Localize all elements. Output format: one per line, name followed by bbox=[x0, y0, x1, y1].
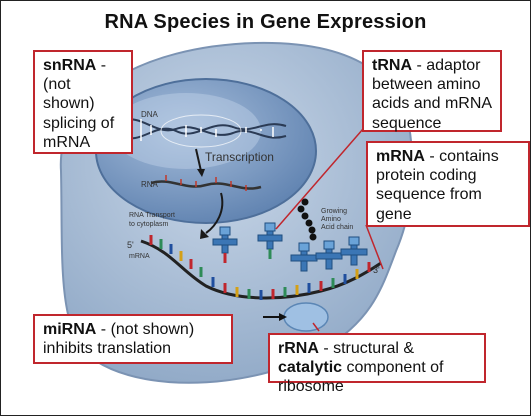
trna-free-1 bbox=[212, 226, 238, 263]
mrna-term: mRNA bbox=[376, 148, 425, 165]
rrna-desc-pre: - structural & bbox=[318, 340, 415, 357]
rna-label: RNA bbox=[141, 180, 159, 189]
snrna-callout: snRNA - (not shown) splicing of mRNA bbox=[33, 50, 133, 154]
growing-label-2: Amino bbox=[321, 216, 341, 223]
rrna-term: rRNA bbox=[278, 340, 319, 357]
snrna-desc: - (not shown) splicing of mRNA bbox=[43, 57, 115, 151]
rna-strand bbox=[150, 180, 262, 190]
slide-title: RNA Species in Gene Expression bbox=[104, 11, 427, 33]
mrna-callout: mRNA - contains protein coding sequence … bbox=[366, 141, 530, 227]
rrna-desc-post: component of ribosome bbox=[278, 359, 444, 396]
five-prime-label: 5' bbox=[127, 240, 134, 250]
trna-desc: - adaptor between amino acids and mRNA s… bbox=[372, 57, 492, 132]
transcription-arrow bbox=[195, 148, 202, 172]
mrna-strand bbox=[140, 239, 382, 300]
trna-pointer bbox=[275, 128, 364, 230]
mrna-bases bbox=[149, 235, 371, 300]
three-prime-label: 3' bbox=[373, 265, 380, 275]
mirna-callout: miRNA - (not shown) inhibits translation bbox=[33, 314, 233, 364]
growing-label-1: Growing bbox=[321, 208, 347, 215]
rna-transport-label-1: RNA Transport bbox=[129, 212, 175, 219]
rna-transport-label-2: to cytoplasm bbox=[129, 221, 168, 228]
rrna-desc-bold: catalytic bbox=[278, 359, 343, 377]
ribosome-small-subunit bbox=[283, 302, 329, 332]
transcription-label: Transcription bbox=[205, 150, 274, 164]
trna-callout: tRNA - adaptor between amino acids and m… bbox=[362, 50, 502, 132]
trna-term: tRNA bbox=[372, 57, 412, 74]
mrna-desc: - contains protein coding sequence from … bbox=[376, 148, 499, 223]
trna-bound-2 bbox=[315, 240, 343, 270]
trna-bound-1 bbox=[290, 242, 318, 272]
mirna-desc: - (not shown) inhibits translation bbox=[43, 321, 195, 358]
rrna-pointer bbox=[312, 322, 320, 332]
dna-label: DNA bbox=[141, 110, 159, 119]
mrna-pointer bbox=[365, 224, 384, 270]
trna-free-2 bbox=[257, 222, 283, 259]
trna-bound-3 bbox=[340, 236, 368, 266]
snrna-term: snRNA bbox=[43, 57, 97, 74]
amino-acid-chain bbox=[297, 198, 317, 241]
mrna-small-label: mRNA bbox=[129, 253, 150, 260]
growing-label-3: Acid chain bbox=[321, 224, 353, 231]
transport-arrow bbox=[205, 192, 224, 234]
rrna-callout: rRNA - structural & catalytic component … bbox=[268, 333, 486, 395]
mirna-term: miRNA bbox=[43, 321, 97, 338]
